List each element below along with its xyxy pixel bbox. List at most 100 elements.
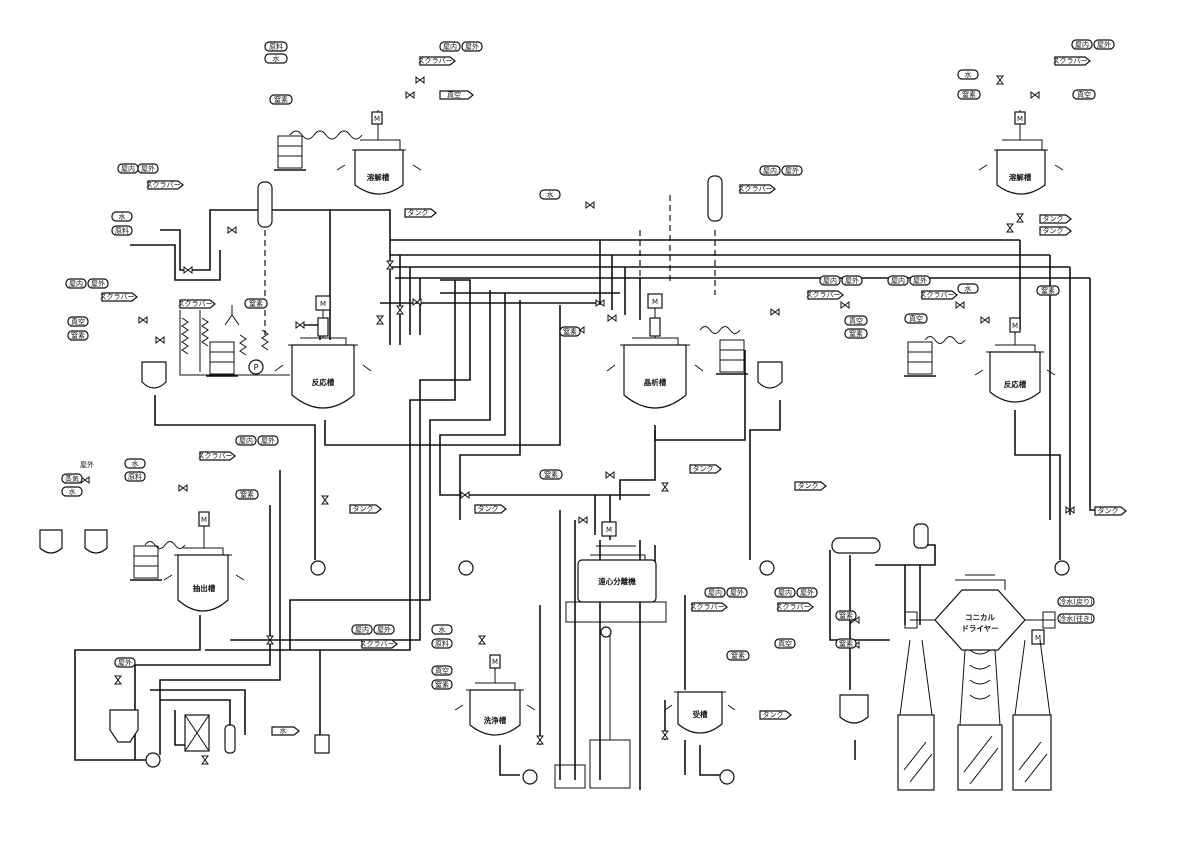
- line-tag-text: スクラバー: [776, 603, 811, 611]
- line-tag-vacuum: 真空: [67, 316, 89, 327]
- line-tag-vacuum: 真空: [844, 315, 868, 326]
- line-tag-nitrogen: 窒素: [235, 489, 259, 500]
- line-tag-text: 水: [69, 487, 76, 496]
- line-tag-nitrogen: 窒素: [539, 469, 563, 480]
- motor-icon: [198, 511, 210, 527]
- line-tag-okugai: 屋外: [909, 275, 931, 286]
- line-tag-nitrogen: 窒素: [559, 326, 581, 337]
- motor-icon: [1031, 629, 1045, 645]
- line-tag-tank: タンク: [794, 481, 827, 491]
- small-vessel: [839, 694, 869, 724]
- line-tag-cold-ret: 冷水(戻り): [1057, 596, 1095, 607]
- line-tag-vacuum: 真空: [1072, 89, 1096, 100]
- line-tag-okunai: 屋内: [117, 163, 139, 174]
- line-tag-water: 水: [264, 53, 288, 64]
- line-tag-text: スクラバー: [360, 640, 395, 648]
- line-tag-text: 屋外: [118, 658, 132, 667]
- line-tag-tank: タンク: [689, 464, 722, 474]
- line-tag-scrubber: スクラバー: [690, 602, 728, 612]
- motor-label: M: [201, 516, 207, 524]
- motor-icon: [601, 521, 617, 537]
- line-tag-text: 真空: [435, 666, 449, 675]
- line-tag-text: 窒素: [563, 327, 577, 336]
- line-tag-text: スクラバー: [1053, 57, 1088, 65]
- line-tag-nitrogen: 窒素: [67, 330, 89, 341]
- line-tag-text: 蒸気: [65, 474, 79, 483]
- reactor-1-label: 反応槽: [312, 377, 335, 387]
- line-tag-okugai: 屋外: [114, 657, 136, 668]
- line-tag-text: 真空: [849, 316, 863, 325]
- line-tag-scrubber: スクラバー: [178, 299, 216, 309]
- line-tag-okugai: 屋外: [726, 587, 748, 598]
- line-tag-text: 屋外: [913, 276, 927, 285]
- line-tag-raw: 原料: [264, 41, 288, 52]
- dryer-label-2: ドライヤー: [961, 624, 998, 633]
- line-tags: 原料水屋内屋外スクラバー窒素真空タンク屋内屋外スクラバー水原料屋内屋外スクラバー…: [61, 39, 1127, 736]
- line-tag-scrubber: スクラバー: [806, 290, 844, 300]
- line-tag-text: 窒素: [962, 90, 976, 99]
- line-tag-text: 真空: [778, 639, 792, 648]
- line-tag-text: 真空: [1077, 90, 1091, 99]
- dryer-stand: [897, 714, 935, 791]
- centrifuge-label: 遠心分離機: [598, 576, 636, 586]
- line-tag-text: タンク: [353, 504, 374, 513]
- dissolve-tank-2-label: 溶解槽: [1009, 172, 1032, 182]
- line-tag-text: 屋内: [891, 276, 905, 285]
- line-tag-text: 窒素: [1041, 286, 1055, 295]
- line-tag-text: 屋外: [800, 588, 814, 597]
- line-tag-tank: タンク: [1039, 226, 1072, 236]
- dissolve-tank-1-label: 溶解槽: [367, 172, 390, 182]
- line-tag-text: 窒素: [839, 639, 853, 648]
- line-tag-text: スクラバー: [100, 293, 135, 301]
- line-tag-okunai: 屋内: [439, 41, 461, 52]
- motor-label: M: [1012, 322, 1018, 330]
- heat-exchanger: [831, 537, 881, 554]
- line-tag-text: 原料: [435, 639, 449, 648]
- line-tag-text: タンク: [763, 710, 784, 719]
- line-tag-text: タンク: [693, 464, 714, 473]
- line-tag-text: 屋外: [845, 276, 859, 285]
- small-drum: [314, 734, 330, 754]
- line-tag-nitrogen: 窒素: [957, 89, 981, 100]
- line-tag-text: 屋外: [261, 436, 275, 445]
- line-tag-text: タンク: [408, 208, 429, 217]
- small-vessel: [84, 529, 108, 554]
- line-tag-text: 屋内: [1075, 40, 1089, 49]
- main-vessels: M 溶解槽 M 溶解槽 M 反応槽 M 晶析槽 M 反応槽 M 抽出槽: [163, 110, 1064, 791]
- receiver-label: 受槽: [693, 709, 708, 719]
- auxiliary-equipment: P: [39, 130, 1070, 785]
- line-tag-okunai: 屋内: [351, 624, 373, 635]
- reactor-2-label: 反応槽: [1004, 379, 1027, 389]
- drum-icon: [273, 135, 307, 171]
- line-tag-tank: タンク: [349, 504, 382, 514]
- line-tag-okunai: 屋内: [759, 165, 781, 176]
- line-tag-vacuum: 真空: [431, 665, 453, 676]
- line-tag-okunai: 屋内: [704, 587, 726, 598]
- condenser: [707, 175, 723, 222]
- dryer-label-1: コニカル: [965, 613, 995, 622]
- dryer-stand: [957, 724, 1003, 791]
- line-tag-text: 屋外: [141, 164, 155, 173]
- jacket-loop: [199, 310, 209, 372]
- line-tag-raw: 原料: [111, 225, 133, 236]
- line-tag-text: スクラバー: [198, 452, 233, 460]
- pump-icon: [145, 560, 1070, 785]
- line-tag-scrubber: スクラバー: [418, 56, 456, 66]
- line-tag-nitrogen: 窒素: [835, 638, 857, 649]
- line-tag-text: 屋外: [91, 279, 105, 288]
- line-tag-vacuum: 真空: [774, 638, 796, 649]
- line-tag-okunai: 屋内: [1071, 39, 1093, 50]
- line-tag-text: 屋内: [443, 42, 457, 51]
- pump-p-icon: [248, 359, 264, 375]
- motor-icon: [647, 293, 663, 309]
- jacket-loop: [239, 329, 269, 356]
- line-tag-scrubber: スクラバー: [360, 639, 398, 649]
- washer-label: 洗浄槽: [484, 715, 507, 725]
- line-tag-text: 水: [273, 54, 280, 63]
- line-tag-okunai: 屋内: [65, 278, 87, 289]
- settling-vessel: [109, 709, 139, 743]
- line-tag-text: スクラバー: [146, 181, 181, 189]
- line-tag-text: タンク: [1043, 226, 1064, 235]
- motor-label: M: [320, 300, 326, 308]
